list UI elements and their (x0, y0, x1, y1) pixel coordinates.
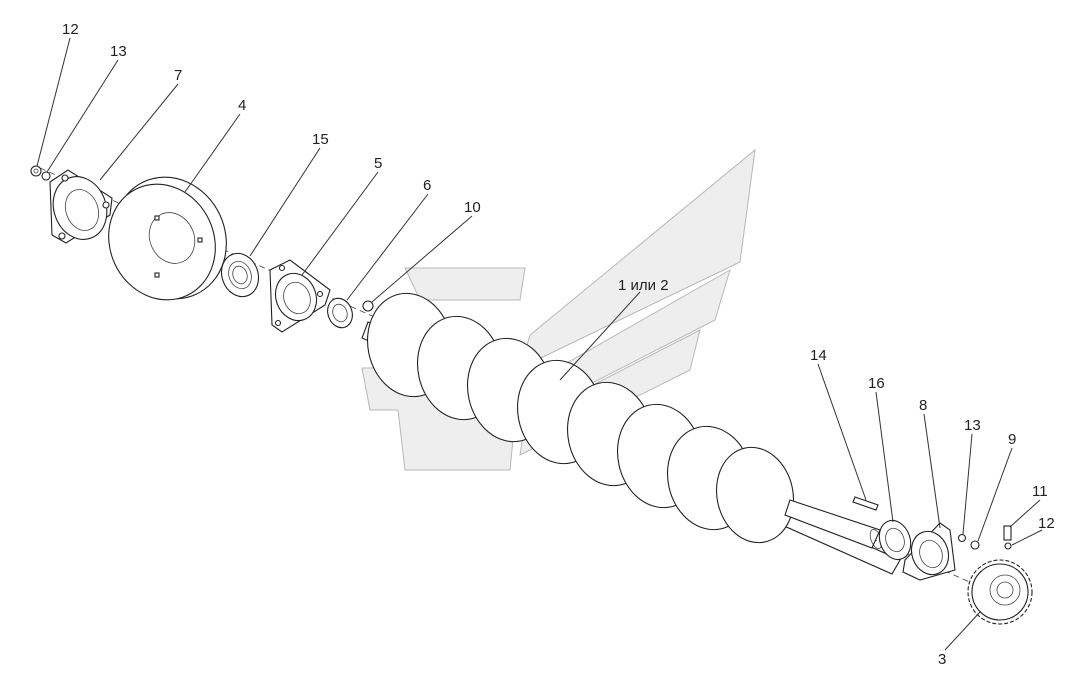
sprocket (967, 559, 1033, 625)
label-13-left: 13 (110, 43, 127, 60)
label-8: 8 (919, 397, 927, 414)
label-3: 3 (938, 651, 946, 668)
label-12-right: 12 (1038, 515, 1055, 532)
nut-right (970, 540, 980, 550)
bearing-right (878, 519, 912, 561)
label-16: 16 (868, 375, 885, 392)
callout-labels: 12 13 7 4 15 5 6 10 1 или 2 14 16 8 13 9… (62, 21, 1055, 668)
key (852, 496, 879, 511)
nut-right-small (1004, 542, 1012, 550)
label-10: 10 (464, 199, 481, 216)
label-14: 14 (810, 347, 827, 364)
pulley-disc (108, 176, 227, 301)
flange-housing-left (49, 169, 113, 244)
bolt (1003, 525, 1012, 541)
nut-left (30, 165, 42, 177)
label-15: 15 (312, 131, 329, 148)
label-9: 9 (1008, 431, 1016, 448)
label-6: 6 (423, 177, 431, 194)
label-5: 5 (374, 155, 382, 172)
label-7: 7 (174, 67, 182, 84)
label-4: 4 (238, 97, 246, 114)
collar (327, 297, 353, 329)
label-12-left: 12 (62, 21, 79, 38)
label-1-or-2: 1 или 2 (618, 277, 669, 294)
flange-right (902, 522, 956, 581)
label-13-right: 13 (964, 417, 981, 434)
label-11: 11 (1032, 483, 1048, 500)
bearing-left (220, 252, 260, 298)
pin (362, 300, 374, 312)
flange-middle (269, 259, 331, 333)
auger-flights (366, 292, 795, 544)
washer-left (41, 171, 51, 181)
washer-right (957, 533, 967, 543)
leader-lines (36, 37, 1043, 651)
